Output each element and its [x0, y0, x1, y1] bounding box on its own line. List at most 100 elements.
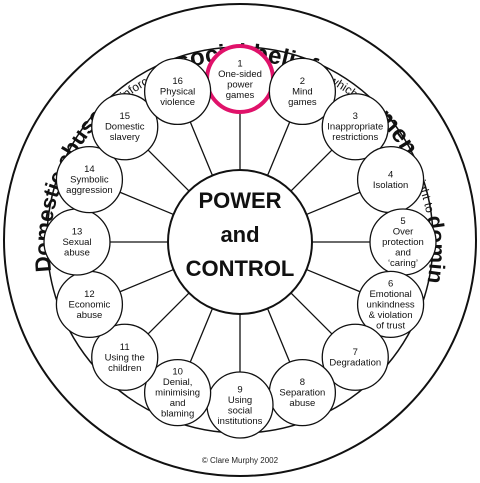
- node-circle-3: [321, 93, 389, 161]
- node-15-line-1: 15: [119, 111, 130, 122]
- spoke-14: [119, 191, 174, 216]
- node-circle-7: [321, 323, 389, 391]
- node-15-line-2: Domestic: [105, 122, 145, 133]
- node-1-line-2: One-sided: [218, 69, 262, 80]
- node-1-line-3: power: [227, 79, 253, 90]
- node-10-line-2: Denial,: [163, 377, 193, 388]
- spoke-2: [266, 121, 291, 176]
- spoke-15: [147, 149, 190, 192]
- node-8-line-3: abuse: [289, 398, 315, 409]
- node-8-line-2: Separation: [279, 388, 325, 399]
- node-5-line-4: and: [395, 248, 411, 259]
- node-14-line-2: Symbolic: [70, 175, 109, 186]
- node-5-line-2: Over: [393, 227, 414, 238]
- node-13-line-1: 13: [72, 227, 83, 238]
- spoke-3: [290, 149, 333, 192]
- node-10-line-1: 10: [172, 367, 183, 378]
- node-10-line-5: blaming: [161, 409, 194, 420]
- node-9-line-4: institutions: [218, 416, 263, 427]
- node-15-line-3: slavery: [110, 132, 140, 143]
- node-4-line-2: Isolation: [373, 180, 408, 191]
- node-4-line-1: 4: [388, 169, 393, 180]
- spoke-11: [147, 292, 190, 335]
- node-16-line-2: Physical: [160, 86, 195, 97]
- spoke-10: [189, 308, 214, 363]
- node-8-line-1: 8: [300, 377, 305, 388]
- spokes: [110, 112, 370, 372]
- spoke-12: [119, 268, 174, 293]
- node-5-line-1: 5: [400, 216, 405, 227]
- node-circle-6: [356, 270, 425, 339]
- node-5-line-5: ‘caring’: [388, 258, 418, 269]
- node-3-line-3: restrictions: [332, 132, 378, 143]
- node-6-line-4: & violation: [369, 310, 413, 321]
- node-7-line-2: Degradation: [329, 358, 381, 369]
- center-title-and: and: [220, 222, 259, 247]
- node-circle-10: [143, 358, 212, 427]
- node-2-line-1: 2: [300, 76, 305, 87]
- node-16-line-1: 16: [172, 76, 183, 87]
- node-9-line-2: Using: [228, 395, 252, 406]
- spoke-7: [290, 292, 333, 335]
- node-circle-2: [268, 57, 337, 126]
- node-circle-16: [143, 57, 212, 126]
- node-12-line-2: Economic: [69, 299, 111, 310]
- node-11-line-2: Using the: [105, 352, 145, 363]
- node-14-line-3: aggression: [66, 185, 112, 196]
- center-title-control: CONTROL: [186, 256, 295, 281]
- node-11-line-3: children: [108, 363, 141, 374]
- node-6-line-2: Emotional: [369, 289, 411, 300]
- node-1-line-4: games: [226, 90, 255, 101]
- node-10-line-4: and: [170, 398, 186, 409]
- node-13-line-2: Sexual: [62, 237, 91, 248]
- node-9-line-1: 9: [237, 384, 242, 395]
- node-16-line-3: violence: [160, 97, 195, 108]
- center-title-power: POWER: [198, 188, 281, 213]
- node-2-line-3: games: [288, 97, 317, 108]
- node-10-line-3: minimising: [155, 388, 200, 399]
- node-12-line-3: abuse: [76, 310, 102, 321]
- spoke-8: [266, 308, 291, 363]
- node-6-line-1: 6: [388, 278, 393, 289]
- node-6-line-5: of trust: [376, 320, 405, 331]
- node-7-line-1: 7: [353, 347, 358, 358]
- node-12-line-1: 12: [84, 289, 95, 300]
- node-1-line-1: 1: [237, 58, 242, 69]
- node-9-line-3: social: [228, 405, 252, 416]
- node-5-line-3: protection: [382, 237, 424, 248]
- node-13-line-3: abuse: [64, 248, 90, 259]
- node-3-line-1: 3: [353, 111, 358, 122]
- node-11-line-1: 11: [120, 342, 130, 353]
- copyright-credit: © Clare Murphy 2002: [202, 456, 279, 465]
- node-circle-15: [91, 93, 159, 161]
- outer-ring: [3, 3, 477, 477]
- node-14-line-1: 14: [84, 164, 95, 175]
- spoke-16: [189, 121, 214, 176]
- spoke-4: [306, 191, 361, 216]
- node-circle-14: [55, 145, 124, 214]
- node-6-line-3: unkindness: [367, 299, 415, 310]
- node-3-line-2: Inappropriate: [327, 122, 383, 133]
- center-hub: [167, 169, 313, 315]
- spoke-6: [306, 268, 361, 293]
- node-2-line-2: Mind: [292, 86, 313, 97]
- node-circle-11: [91, 323, 159, 391]
